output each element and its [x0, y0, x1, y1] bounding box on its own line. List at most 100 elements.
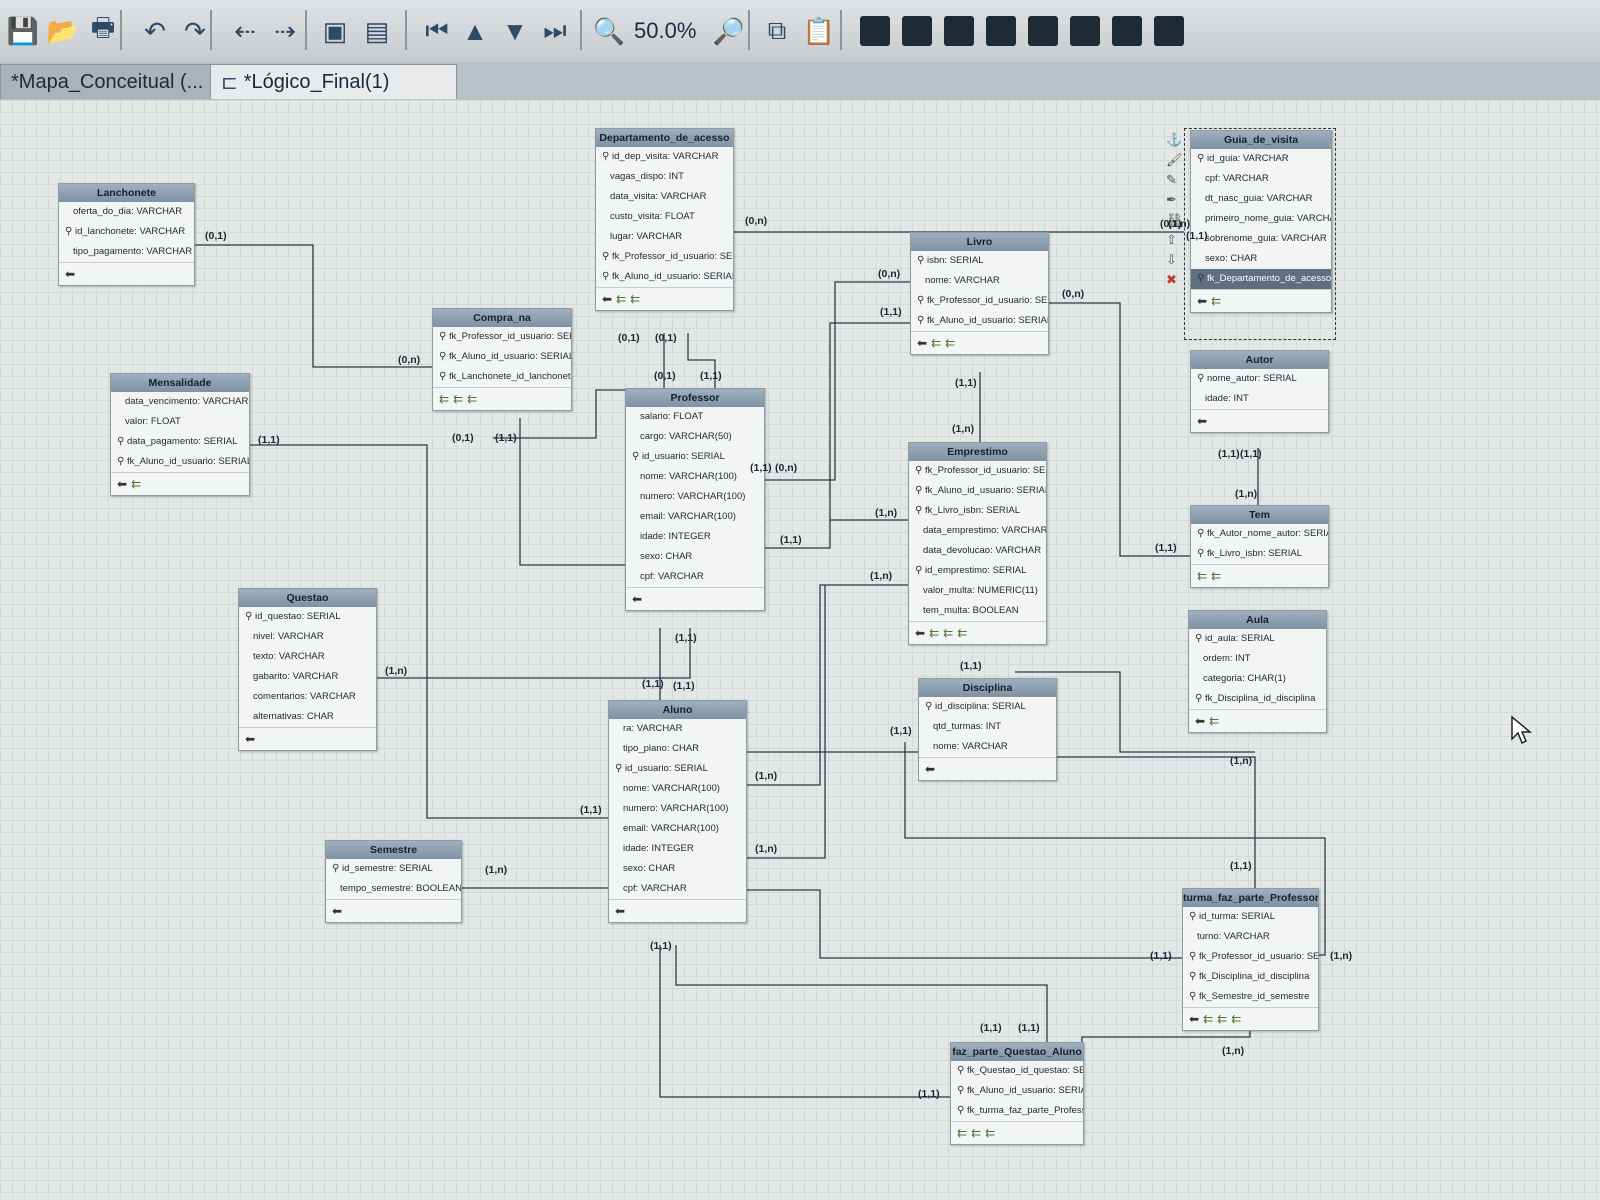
- table-column[interactable]: ⚲fk_Aluno_id_usuario: SERIAL: [111, 452, 249, 472]
- table-column[interactable]: gabarito: VARCHAR: [239, 667, 376, 687]
- foreign-key-link-icon[interactable]: ⇇: [1211, 569, 1222, 583]
- table-fazparte[interactable]: faz_parte_Questao_Aluno⚲fk_Questao_id_qu…: [950, 1042, 1084, 1145]
- table-column[interactable]: ⚲fk_Livro_isbn: SERIAL: [909, 501, 1046, 521]
- table-column[interactable]: nome: VARCHAR(100): [626, 467, 764, 487]
- brush-icon[interactable]: 🖌: [1166, 152, 1183, 167]
- table-column[interactable]: ⚲fk_Aluno_id_usuario: SERIAL: [909, 481, 1046, 501]
- table-column[interactable]: ⚲fk_turma_faz_parte_Professor: [951, 1101, 1083, 1121]
- operation-icon[interactable]: ⬅: [245, 732, 256, 746]
- copy-icon[interactable]: ⧉: [767, 15, 787, 45]
- table-column[interactable]: sexo: CHAR: [1191, 249, 1331, 269]
- undo-icon[interactable]: ↶: [144, 15, 166, 46]
- paste-icon[interactable]: 📋: [802, 15, 836, 46]
- table-column[interactable]: lugar: VARCHAR: [596, 227, 733, 247]
- foreign-key-link-icon[interactable]: ⇇: [1209, 714, 1220, 728]
- table-icon[interactable]: [1028, 16, 1058, 46]
- table-column[interactable]: numero: VARCHAR(100): [626, 487, 764, 507]
- table-icon[interactable]: [860, 16, 890, 46]
- table-column[interactable]: email: VARCHAR(100): [626, 507, 764, 527]
- zoom-in-icon[interactable]: 🔎: [712, 15, 746, 46]
- table-column[interactable]: valor: FLOAT: [111, 412, 249, 432]
- table-column[interactable]: qtd_turmas: INT: [919, 717, 1056, 737]
- table-column[interactable]: cpf: VARCHAR: [1191, 169, 1331, 189]
- first-icon[interactable]: ⏮: [425, 15, 449, 45]
- table-column[interactable]: data_vencimento: VARCHAR: [111, 392, 249, 412]
- zoom-out-icon[interactable]: 🔍: [592, 15, 626, 46]
- foreign-key-link-icon[interactable]: ⇇: [1203, 1012, 1214, 1026]
- table-column[interactable]: ⚲id_questao: SERIAL: [239, 607, 376, 627]
- foreign-key-link-icon[interactable]: ⇇: [931, 336, 942, 350]
- foreign-key-link-icon[interactable]: ⇇: [630, 292, 641, 306]
- foreign-key-link-icon[interactable]: ⇇: [1211, 294, 1222, 308]
- table-column[interactable]: tipo_pagamento: VARCHAR: [59, 242, 194, 262]
- foreign-key-link-icon[interactable]: ⇇: [616, 292, 627, 306]
- foreign-key-link-icon[interactable]: ⇇: [467, 392, 478, 406]
- table-column[interactable]: email: VARCHAR(100): [609, 819, 746, 839]
- table-column[interactable]: idade: INTEGER: [626, 527, 764, 547]
- table-column[interactable]: ⚲id_guia: VARCHAR: [1191, 149, 1331, 169]
- table-column[interactable]: ⚲id_disciplina: SERIAL: [919, 697, 1056, 717]
- down-arrow-icon[interactable]: ⇩: [1166, 252, 1177, 267]
- table-column[interactable]: comentarios: VARCHAR: [239, 687, 376, 707]
- table-column[interactable]: ⚲fk_Aluno_id_usuario: SERIAL: [433, 347, 571, 367]
- foreign-key-link-icon[interactable]: ⇇: [971, 1126, 982, 1140]
- table-column[interactable]: data_visita: VARCHAR: [596, 187, 733, 207]
- up-arrow-icon[interactable]: ⇧: [1166, 232, 1177, 247]
- table-turma[interactable]: turma_faz_parte_Professor⚲id_turma: SERI…: [1182, 888, 1319, 1031]
- foreign-key-link-icon[interactable]: ⇇: [439, 392, 450, 406]
- table-column[interactable]: ⚲data_pagamento: SERIAL: [111, 432, 249, 452]
- table-column[interactable]: custo_visita: FLOAT: [596, 207, 733, 227]
- table-column[interactable]: ⚲id_usuario: SERIAL: [609, 759, 746, 779]
- table-column[interactable]: cpf: VARCHAR: [609, 879, 746, 899]
- table-column[interactable]: data_emprestimo: VARCHAR: [909, 521, 1046, 541]
- tab-logico-final[interactable]: ⊏*Lógico_Final(1): [210, 64, 457, 99]
- table-column[interactable]: tipo_plano: CHAR: [609, 739, 746, 759]
- operation-icon[interactable]: ⬅: [117, 477, 128, 491]
- foreign-key-link-icon[interactable]: ⇇: [943, 626, 954, 640]
- table-column[interactable]: ⚲fk_Livro_isbn: SERIAL: [1191, 544, 1328, 564]
- table-column[interactable]: ⚲id_dep_visita: VARCHAR: [596, 147, 733, 167]
- table-column[interactable]: ⚲fk_Departamento_de_acesso: [1191, 269, 1331, 289]
- foreign-key-link-icon[interactable]: ⇇: [1217, 1012, 1228, 1026]
- down-icon[interactable]: ▼: [502, 15, 528, 46]
- table-column[interactable]: ⚲fk_Aluno_id_usuario: SERIAL: [596, 267, 733, 287]
- table-column[interactable]: tempo_semestre: BOOLEAN: [326, 879, 461, 899]
- table-column[interactable]: idade: INTEGER: [609, 839, 746, 859]
- table-column[interactable]: numero: VARCHAR(100): [609, 799, 746, 819]
- table-icon[interactable]: [1070, 16, 1100, 46]
- table-column[interactable]: ⚲id_lanchonete: VARCHAR: [59, 222, 194, 242]
- table-column[interactable]: sobrenome_guia: VARCHAR: [1191, 229, 1331, 249]
- table-emprestimo[interactable]: Emprestimo⚲fk_Professor_id_usuario: SERI…: [908, 442, 1047, 645]
- operation-icon[interactable]: ⬅: [1189, 1012, 1200, 1026]
- table-column[interactable]: valor_multa: NUMERIC(11): [909, 581, 1046, 601]
- table-column[interactable]: nome: VARCHAR: [911, 271, 1048, 291]
- table-column[interactable]: nivel: VARCHAR: [239, 627, 376, 647]
- operation-icon[interactable]: ⬅: [632, 592, 643, 606]
- table-column[interactable]: ⚲fk_Autor_nome_autor: SERIAL: [1191, 524, 1328, 544]
- redo-icon[interactable]: ↷: [184, 15, 206, 46]
- table-icon[interactable]: [902, 16, 932, 46]
- operation-icon[interactable]: ⬅: [1197, 414, 1208, 428]
- edit-icon[interactable]: ✎: [1166, 172, 1177, 187]
- table-column[interactable]: ⚲id_semestre: SERIAL: [326, 859, 461, 879]
- table-column[interactable]: cargo: VARCHAR(50): [626, 427, 764, 447]
- foreign-key-link-icon[interactable]: ⇇: [929, 626, 940, 640]
- save-icon[interactable]: 💾: [6, 15, 40, 46]
- table-column[interactable]: ⚲fk_Professor_id_usuario: SERIAL: [909, 461, 1046, 481]
- table-column[interactable]: ⚲fk_Aluno_id_usuario: SERIAL: [911, 311, 1048, 331]
- operation-icon[interactable]: ⬅: [925, 762, 936, 776]
- table-tem[interactable]: Tem⚲fk_Autor_nome_autor: SERIAL⚲fk_Livro…: [1190, 505, 1329, 588]
- table-column[interactable]: ⚲fk_Disciplina_id_disciplina: [1189, 689, 1326, 709]
- last-icon[interactable]: ⏭: [543, 15, 567, 45]
- table-column[interactable]: ⚲fk_Professor_id_usuario: SERIAL: [596, 247, 733, 267]
- table-column[interactable]: ⚲fk_Professor_id_usuario: SERIAL: [1183, 947, 1318, 967]
- table-column[interactable]: categoria: CHAR(1): [1189, 669, 1326, 689]
- delete-icon[interactable]: ✖: [1166, 272, 1177, 287]
- send-back-icon[interactable]: ▤: [364, 15, 390, 46]
- table-column[interactable]: ⚲id_aula: SERIAL: [1189, 629, 1326, 649]
